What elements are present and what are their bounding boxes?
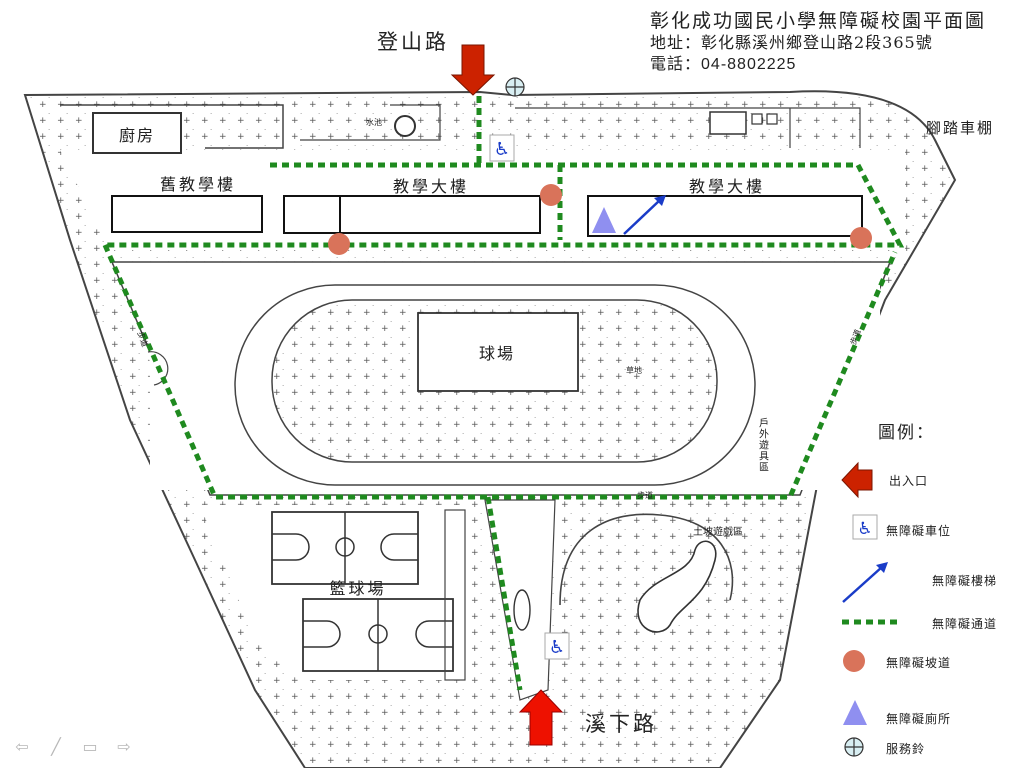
court-side-strip xyxy=(444,509,466,681)
kitchen-label: 廚房 xyxy=(119,126,155,145)
legend-label-parking: 無障礙車位 xyxy=(886,524,952,538)
kitchen-building xyxy=(92,112,182,154)
bike-shed-small-1 xyxy=(751,113,763,125)
svg-text:♿: ♿ xyxy=(857,519,872,539)
phone-line: 電話：04-8802225 xyxy=(650,53,1020,75)
court-1-circle xyxy=(335,537,355,557)
old-teaching-building xyxy=(111,195,263,233)
legend-label-entrance: 出入口 xyxy=(889,474,929,488)
drive-island xyxy=(513,589,531,631)
north-entrance-icon[interactable] xyxy=(450,44,496,96)
lawn-label: 草地 xyxy=(626,365,642,375)
court-1-key-right xyxy=(380,533,418,561)
pool-label: 水池 xyxy=(366,117,382,127)
previous-slide-icon[interactable]: ⇦ xyxy=(15,737,29,756)
kitchen-wall xyxy=(60,104,284,149)
court-2-key-left xyxy=(303,620,341,648)
legend-wheelchair-icon: ♿ xyxy=(852,514,878,540)
pen-tool-icon[interactable]: ╱ xyxy=(51,737,61,756)
bike-shed-wall xyxy=(515,107,861,148)
field-label: 球場 xyxy=(479,344,515,363)
slide-nav-controls: ⇦ ╱ ▭ ⇨ xyxy=(10,738,136,756)
phone-label: 電話： xyxy=(650,54,702,73)
play-area-path xyxy=(559,513,734,606)
play-area-label: 土坡遊戲區 xyxy=(693,525,743,538)
old-teaching-label: 舊教學樓 xyxy=(160,175,236,194)
legend-label-ramp: 無障礙坡道 xyxy=(886,656,952,670)
address-text: 地址：彰化縣溪州鄉登山路2段365號 xyxy=(650,33,933,52)
teaching-building-2 xyxy=(587,195,863,237)
next-slide-icon[interactable]: ⇨ xyxy=(117,737,131,756)
slide-menu-icon[interactable]: ▭ xyxy=(82,737,98,756)
legend-toilet-triangle-icon xyxy=(843,700,867,725)
map-title: 彰化成功國民小學無障礙校園平面圖 xyxy=(650,10,987,32)
legend-entrance-arrow-icon xyxy=(841,461,873,499)
play-area-loop xyxy=(637,540,717,633)
ramp-marker-2[interactable] xyxy=(328,233,350,255)
court-2-key-right xyxy=(415,620,453,648)
outdoor-play-label: 戶外遊具區 xyxy=(757,417,769,472)
north-road-label: 登山路 xyxy=(377,30,449,54)
bike-shed-label: 腳踏車棚 xyxy=(926,119,994,137)
phone-number: 04-8802225 xyxy=(701,56,797,73)
legend-stair-arrow-icon xyxy=(842,562,888,603)
legend-label-bell: 服務鈴 xyxy=(886,742,926,756)
accessible-stair-arrow[interactable] xyxy=(623,195,666,235)
legend-ramp-circle-icon xyxy=(843,650,865,672)
south-entrance-icon[interactable] xyxy=(518,689,564,746)
ball-field xyxy=(417,312,579,392)
pool-wall xyxy=(300,104,441,141)
legend-service-bell-icon xyxy=(844,737,864,757)
accessible-route xyxy=(102,96,905,691)
basketball-label: 籃球場 xyxy=(329,579,386,598)
teaching-building-1 xyxy=(283,195,541,234)
legend-label-path: 無障礙通道 xyxy=(932,617,998,631)
teaching-2-label: 教學大樓 xyxy=(689,177,765,196)
bike-shed-block xyxy=(709,111,747,135)
ramp-marker-3[interactable] xyxy=(850,227,872,249)
wheelchair-parking-north-icon[interactable]: ♿ xyxy=(489,134,515,162)
title-block: 彰化成功國民小學無障礙校園平面圖 地址：彰化縣溪州鄉登山路2段365號 電話：0… xyxy=(650,10,1020,75)
ramp-marker-1[interactable] xyxy=(540,184,562,206)
legend-title: 圖例： xyxy=(878,423,935,443)
legend-label-toilet: 無障礙廁所 xyxy=(886,712,952,726)
service-bell-icon[interactable] xyxy=(505,77,525,97)
wheelchair-parking-south-icon[interactable]: ♿ xyxy=(544,632,570,660)
teaching-1-label: 教學大樓 xyxy=(393,177,469,196)
south-road-label: 溪下路 xyxy=(585,712,657,736)
svg-text:♿: ♿ xyxy=(494,139,510,160)
bottom-path-label: 步道 xyxy=(637,490,653,500)
court-2-circle xyxy=(368,624,388,644)
pool-icon xyxy=(394,115,416,137)
svg-text:♿: ♿ xyxy=(549,637,565,658)
bike-shed-small-2 xyxy=(766,113,778,125)
court-1-key-left xyxy=(272,533,310,561)
accessible-toilet-marker[interactable] xyxy=(592,207,616,233)
legend-label-stairs: 無障礙樓梯 xyxy=(932,574,998,588)
